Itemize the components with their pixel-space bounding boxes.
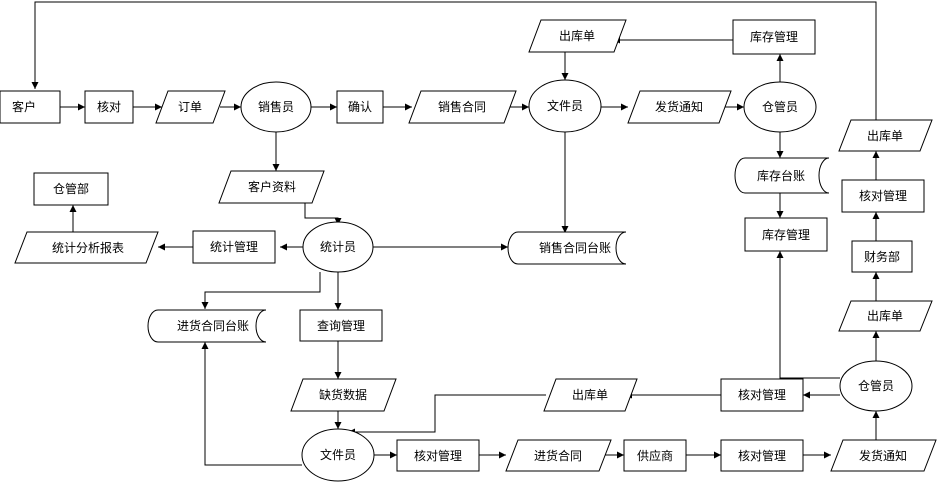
node-wenjianyuan-bottom: 文件员 <box>301 428 375 482</box>
node-label: 客户资料 <box>248 179 296 194</box>
node-chukudan-right2: 出库单 <box>838 300 933 332</box>
node-hedui-guanli-b2: 核对管理 <box>396 439 480 472</box>
edge-cangguanyuan-kucunguanli <box>776 251 840 379</box>
node-label: 文件员 <box>547 98 583 113</box>
edge-tongjiyuan-jinhuotaizhang <box>201 272 321 309</box>
node-hedui-guanli-right: 核对管理 <box>841 179 925 213</box>
node-label: 查询管理 <box>317 318 365 333</box>
node-xiaoshou-taizhang: 销售合同台账 <box>507 231 627 265</box>
node-kucun-guanli-top: 库存管理 <box>732 19 816 55</box>
edge-chukudan-kehu-loop <box>31 1 877 120</box>
node-label: 出库单 <box>572 387 608 402</box>
node-kehu: 客户 <box>0 90 61 124</box>
node-label: 统计分析报表 <box>52 240 124 255</box>
node-caiwubu: 财务部 <box>851 240 913 273</box>
node-xiaoshouyuan: 销售员 <box>240 81 312 133</box>
node-kucun-taizhang: 库存台账 <box>734 157 830 194</box>
node-jinhuo-taizhang: 进货合同台账 <box>147 309 267 343</box>
node-wenjianyuan-top: 文件员 <box>528 79 602 133</box>
node-label: 文件员 <box>320 447 356 462</box>
node-chukudan-top: 出库单 <box>528 19 627 53</box>
node-label: 进货合同 <box>534 448 582 463</box>
node-fahuo-tongzhi-top: 发货通知 <box>627 90 732 124</box>
node-label: 出库单 <box>559 28 595 43</box>
connectors <box>31 1 880 466</box>
node-tongji-baobiao: 统计分析报表 <box>14 231 159 264</box>
node-label: 发货通知 <box>655 99 703 114</box>
node-tongjiyuan: 统计员 <box>302 221 374 273</box>
node-label: 确认 <box>348 100 372 114</box>
node-hedui-top: 核对 <box>84 90 134 124</box>
node-label: 进货合同台账 <box>177 318 249 333</box>
edge-chukudan-wenjianyuan <box>348 394 546 436</box>
node-label: 出库单 <box>867 128 903 143</box>
node-label: 库存管理 <box>750 29 798 44</box>
node-hedui-guanli-b1: 核对管理 <box>720 378 804 412</box>
node-chukudan-bottom: 出库单 <box>543 378 638 412</box>
node-jinhuo-hetong: 进货合同 <box>505 439 612 472</box>
node-tongji-guanli: 统计管理 <box>192 230 276 264</box>
node-kucun-guanli-mid: 库存管理 <box>744 217 828 252</box>
node-label: 统计员 <box>320 240 356 254</box>
node-kehu-ziliao: 客户资料 <box>218 170 325 204</box>
node-label: 核对管理 <box>859 188 907 203</box>
node-label: 核对管理 <box>414 448 462 463</box>
node-cangguanbu: 仓管部 <box>33 172 109 206</box>
node-chukudan-right1: 出库单 <box>838 119 933 152</box>
node-label: 核对管理 <box>738 387 786 402</box>
node-dingdan: 订单 <box>155 90 226 124</box>
node-label: 销售合同台账 <box>539 240 611 255</box>
node-quehuo-shuju: 缺货数据 <box>290 378 397 412</box>
node-label: 仓管员 <box>858 378 894 393</box>
node-gongyingshang: 供应商 <box>623 439 687 472</box>
edge-wenjianyuan-jinhuotaizhang <box>201 342 302 466</box>
node-label: 核对管理 <box>738 448 786 463</box>
node-label: 仓管员 <box>762 99 798 114</box>
node-hedui-guanli-b3: 核对管理 <box>720 439 804 472</box>
node-label: 发货通知 <box>859 448 907 463</box>
node-fahuo-tongzhi-bottom: 发货通知 <box>830 439 937 472</box>
node-cangguanyuan-top: 仓管员 <box>743 81 817 133</box>
node-label: 出库单 <box>867 308 903 323</box>
node-label: 库存管理 <box>762 227 810 242</box>
node-label: 销售员 <box>258 99 294 114</box>
node-label: 仓管部 <box>53 181 89 196</box>
node-label: 库存台账 <box>757 168 805 183</box>
diagram-nodes: 客户 核对 订单 销售员 确认 销售合同 文件员 <box>0 19 937 482</box>
node-label: 销售合同 <box>438 99 486 114</box>
node-label: 供应商 <box>637 448 673 463</box>
node-label: 客户 <box>12 99 36 114</box>
node-label: 统计管理 <box>210 239 258 254</box>
node-label: 财务部 <box>864 249 900 264</box>
node-queren: 确认 <box>336 90 384 124</box>
node-label: 核对 <box>97 100 121 114</box>
node-xiaoshou-hetong: 销售合同 <box>408 90 517 124</box>
node-cangguanyuan-bottom: 仓管员 <box>839 360 913 412</box>
node-label: 缺货数据 <box>319 387 367 402</box>
node-label: 订单 <box>178 100 202 114</box>
node-chaxun-guanli: 查询管理 <box>299 309 383 342</box>
